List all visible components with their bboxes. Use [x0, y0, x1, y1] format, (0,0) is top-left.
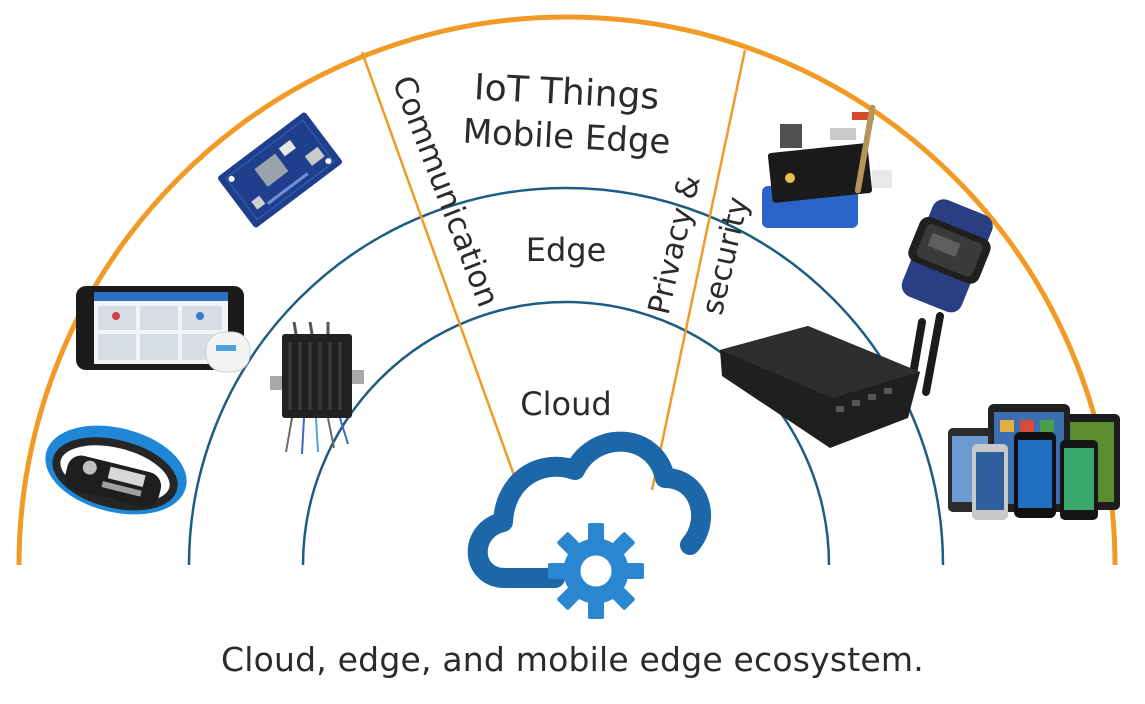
smartwatch-icon — [901, 199, 993, 313]
ring-labels: IoT Things Mobile Edge Edge Cloud — [462, 67, 672, 423]
edge-label: Edge — [526, 231, 607, 269]
tablets-phones-icon — [948, 404, 1120, 520]
security-label: security — [695, 194, 756, 319]
wifi-router-icon — [720, 312, 944, 448]
gear-icon — [548, 523, 644, 619]
iot-things-label: IoT Things — [473, 67, 660, 118]
figure-caption: Cloud, edge, and mobile edge ecosystem. — [221, 640, 924, 679]
privacy-divider — [650, 49, 747, 491]
cloud-gear-icon — [467, 431, 712, 619]
mobile-edge-label: Mobile Edge — [462, 112, 672, 163]
cloud-arc — [301, 300, 831, 566]
communication-divider — [360, 51, 517, 479]
cloud-icon — [467, 431, 712, 588]
smartphone-app-icon — [76, 286, 251, 373]
sensor-kit-icon — [762, 104, 892, 228]
cloud-label: Cloud — [520, 385, 611, 423]
circuit-board-icon — [218, 112, 342, 228]
wristband-icon — [45, 425, 187, 515]
divider-lines — [360, 49, 747, 491]
gateway-box-icon — [270, 321, 364, 455]
